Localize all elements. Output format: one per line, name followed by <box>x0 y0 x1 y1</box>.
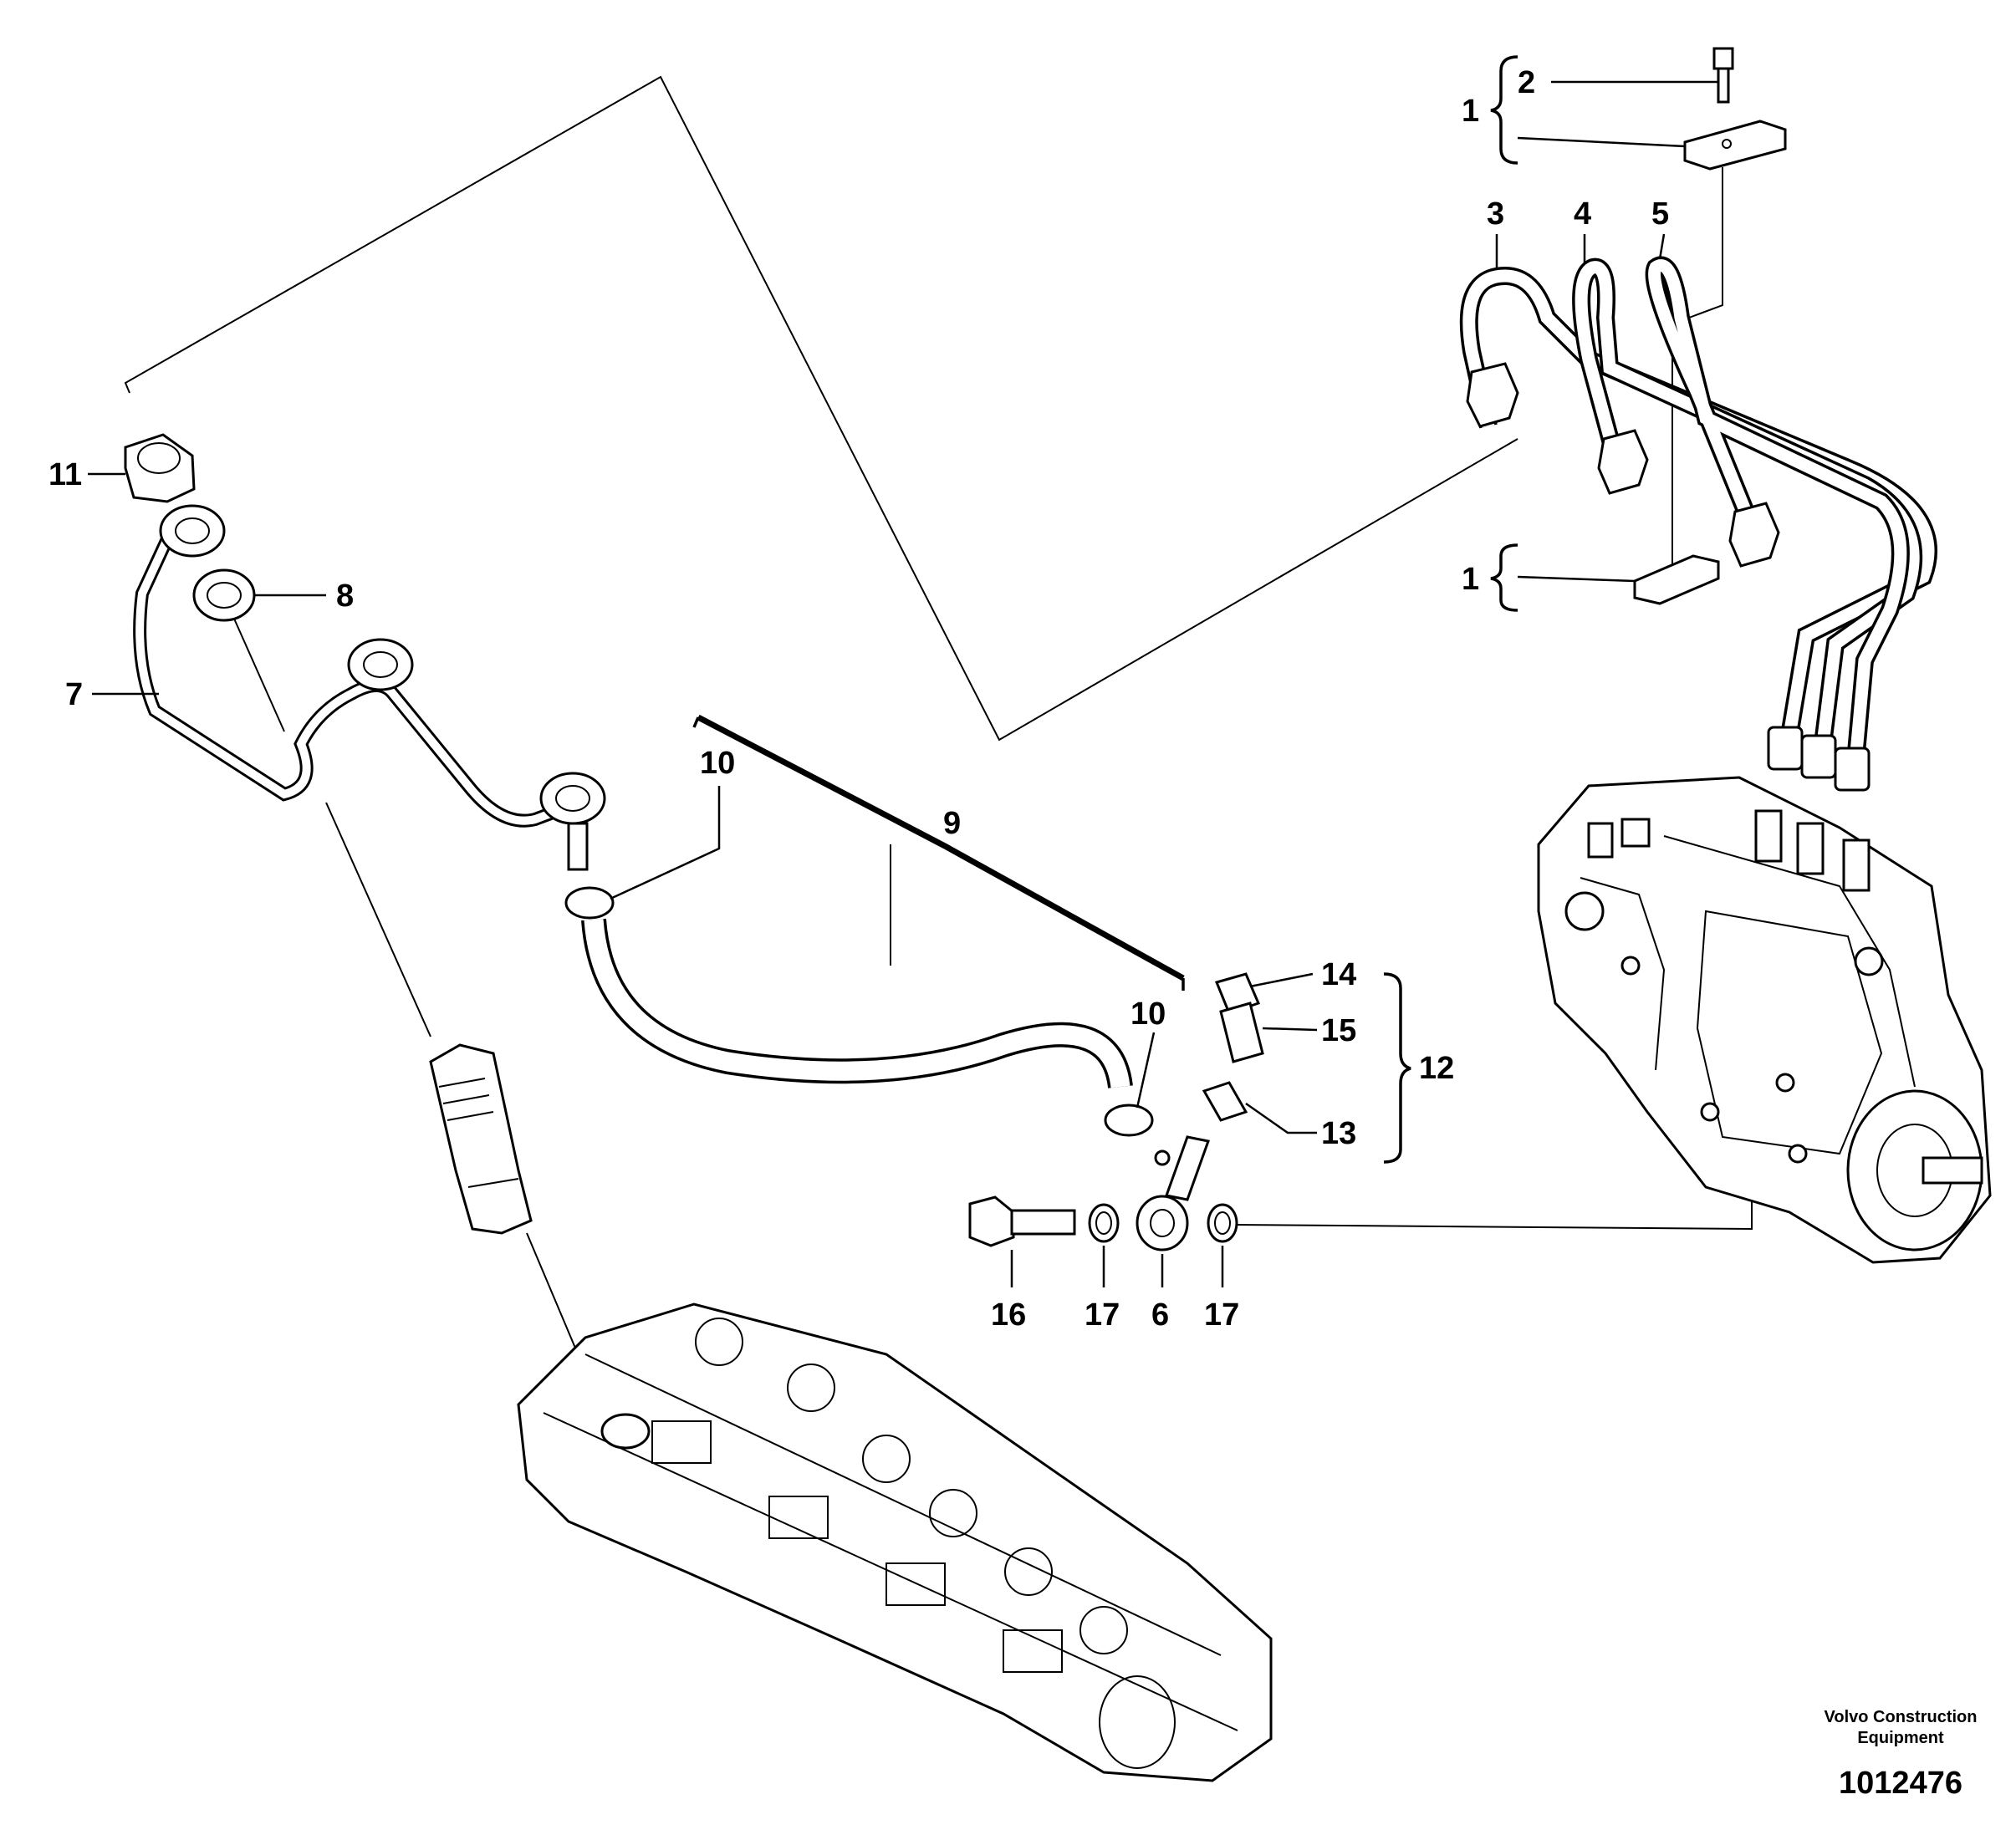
hose-9 <box>581 918 1133 1089</box>
label-4: 4 <box>1574 196 1591 232</box>
company-name-line2: Equipment <box>1857 1729 1944 1747</box>
banjo-bolt-16 <box>968 1195 1076 1247</box>
injection-pipes <box>1459 256 1937 792</box>
footer: Volvo Construction Equipment 1012476 <box>1825 1708 1978 1801</box>
label-7: 7 <box>65 677 83 712</box>
braces <box>1383 55 1518 1164</box>
fitting-15 <box>1219 1002 1264 1063</box>
callout-labels: 1 2 3 4 5 1 11 8 7 10 9 10 14 15 12 13 1… <box>48 65 1669 1333</box>
leaders <box>88 80 1718 1287</box>
nut-11 <box>124 433 196 503</box>
label-1-top: 1 <box>1462 94 1479 129</box>
washer-17-right <box>1207 1203 1238 1243</box>
label-2: 2 <box>1518 65 1535 100</box>
bolt-2 <box>1712 47 1734 104</box>
label-17-right: 17 <box>1204 1297 1239 1333</box>
label-6: 6 <box>1151 1297 1169 1333</box>
label-16: 16 <box>991 1297 1026 1333</box>
label-14: 14 <box>1321 957 1356 992</box>
injection-pump <box>1537 776 1992 1264</box>
clamp-upper <box>1683 120 1787 171</box>
label-1-bottom: 1 <box>1462 562 1479 597</box>
label-15: 15 <box>1321 1013 1356 1048</box>
banjo-fitting-6 <box>1136 1135 1210 1251</box>
label-12: 12 <box>1419 1051 1454 1086</box>
hose-clamp-10-right <box>1104 1104 1154 1137</box>
sealing-washer-8 <box>192 568 256 622</box>
label-10-left: 10 <box>700 746 735 781</box>
hose-clamp-10-left <box>564 886 615 920</box>
cylinder-head <box>517 1302 1273 1782</box>
fitting-13 <box>1202 1081 1248 1122</box>
washer-17-left <box>1088 1203 1120 1243</box>
clamp-lower <box>1633 554 1720 605</box>
label-5: 5 <box>1651 196 1669 232</box>
label-11: 11 <box>48 457 82 492</box>
assembly-lines <box>124 75 1753 1422</box>
injector-nozzle <box>429 1043 533 1235</box>
leak-off-pipe-7 <box>133 504 606 871</box>
label-3: 3 <box>1487 196 1504 232</box>
label-17-left: 17 <box>1085 1297 1120 1333</box>
label-8: 8 <box>336 579 354 614</box>
label-9: 9 <box>943 806 961 841</box>
company-name-line1: Volvo Construction <box>1825 1708 1978 1726</box>
label-13: 13 <box>1321 1116 1356 1151</box>
drawing-number: 1012476 <box>1839 1766 1962 1801</box>
label-10-right: 10 <box>1130 997 1166 1032</box>
